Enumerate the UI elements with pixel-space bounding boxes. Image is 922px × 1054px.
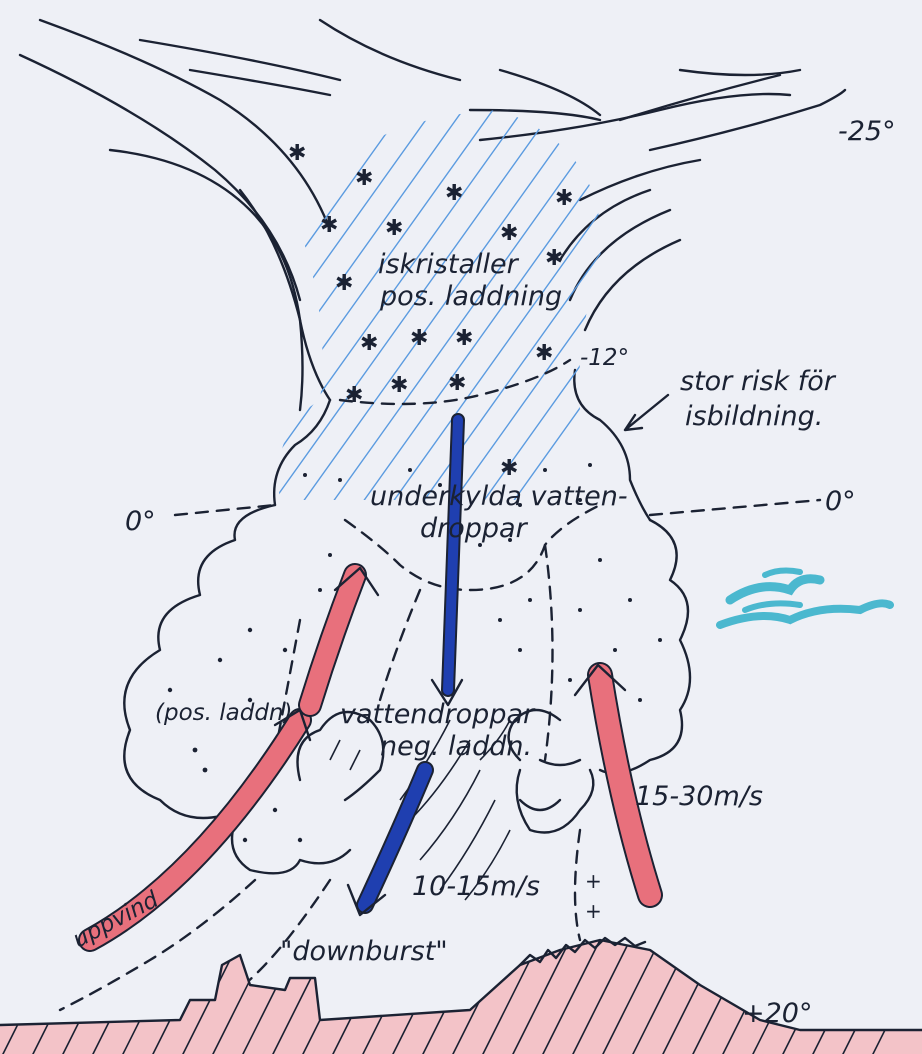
ice-crystals-label-line1: iskristaller bbox=[378, 249, 520, 280]
pos-charge-label: (pos. laddn) bbox=[155, 700, 292, 726]
svg-text:✱: ✱ bbox=[355, 166, 373, 191]
ground-terrain bbox=[0, 938, 922, 1054]
icing-risk-label-line2: isbildning. bbox=[685, 401, 823, 432]
icing-risk-label-line1: stor risk för bbox=[680, 366, 837, 397]
svg-text:✱: ✱ bbox=[385, 216, 403, 241]
svg-text:✱: ✱ bbox=[335, 271, 353, 296]
color-smudge bbox=[720, 571, 890, 625]
svg-text:+: + bbox=[585, 869, 602, 893]
temp-freezing-left-label: 0° bbox=[125, 506, 156, 537]
downdraft-speed-label: 10-15m/s bbox=[412, 871, 540, 902]
water-drops-label-line1: vattendroppar bbox=[340, 699, 536, 730]
svg-text:✱: ✱ bbox=[288, 141, 306, 166]
svg-text:✱: ✱ bbox=[500, 456, 518, 481]
temp-top-label: -25° bbox=[838, 116, 896, 147]
svg-text:✱: ✱ bbox=[345, 383, 363, 408]
anvil-cirrus bbox=[20, 20, 845, 410]
svg-text:✱: ✱ bbox=[445, 181, 463, 206]
ice-crystals-label-line2: pos. laddning bbox=[379, 281, 562, 312]
svg-text:✱: ✱ bbox=[535, 341, 553, 366]
updraft-label: uppvind bbox=[69, 887, 164, 954]
svg-text:✱: ✱ bbox=[545, 246, 563, 271]
svg-text:✱: ✱ bbox=[448, 371, 466, 396]
svg-text:✱: ✱ bbox=[390, 373, 408, 398]
svg-text:✱: ✱ bbox=[555, 186, 573, 211]
water-drops-label-line2: neg. laddn. bbox=[380, 731, 532, 762]
svg-text:✱: ✱ bbox=[500, 221, 518, 246]
downburst-label: "downburst" bbox=[280, 936, 448, 967]
supercooled-label-line2: droppar bbox=[420, 513, 529, 544]
svg-text:✱: ✱ bbox=[360, 331, 378, 356]
temp-mid-label: -12° bbox=[580, 345, 629, 371]
supercooled-label-line1: underkylda vatten- bbox=[370, 481, 628, 512]
updraft-speed-label: 15-30m/s bbox=[635, 781, 763, 812]
svg-text:+: + bbox=[585, 899, 602, 923]
icing-pointer bbox=[625, 395, 668, 430]
temp-freezing-right-label: 0° bbox=[825, 486, 856, 517]
temp-ground-label: +20° bbox=[742, 998, 812, 1029]
svg-text:✱: ✱ bbox=[320, 213, 338, 238]
svg-text:✱: ✱ bbox=[410, 326, 428, 351]
svg-text:✱: ✱ bbox=[455, 326, 473, 351]
